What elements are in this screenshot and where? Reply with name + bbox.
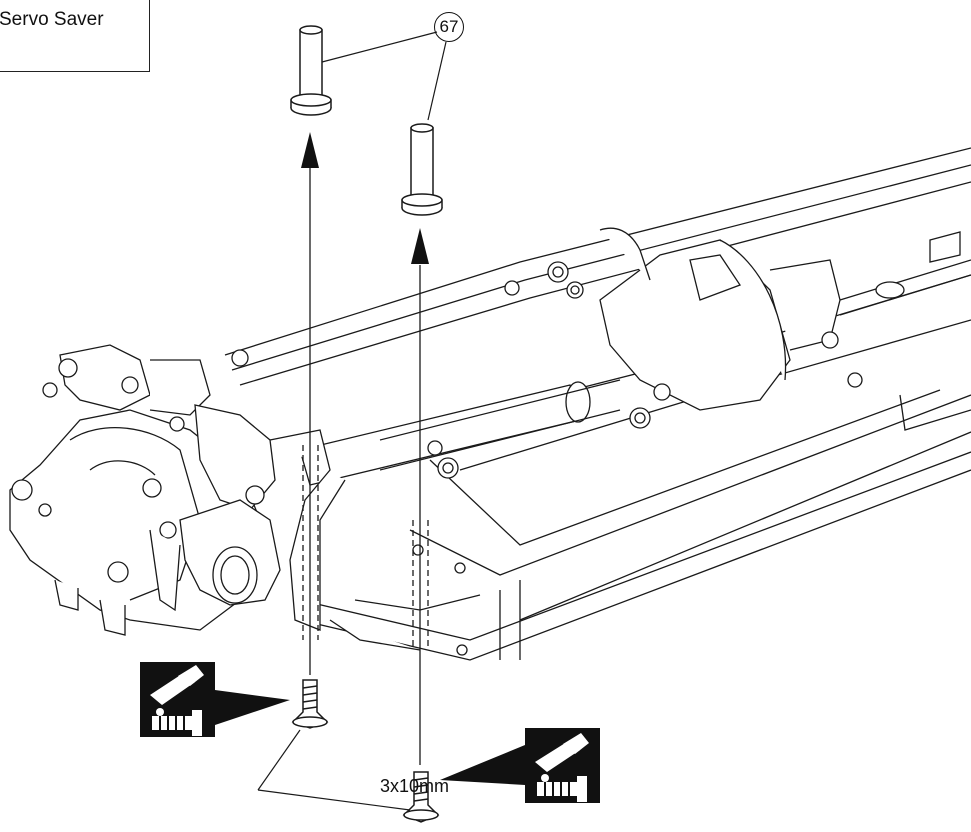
- up-arrow-left: [301, 132, 319, 168]
- screw-left: [291, 679, 329, 729]
- gearbox-housing: [599, 227, 971, 411]
- hidden-axis-lines: [302, 445, 429, 650]
- up-arrow-right: [411, 228, 429, 264]
- threadlock-icon: [440, 728, 600, 803]
- title-box: Servo Saver: [0, 0, 150, 72]
- center-driveshaft: [299, 379, 621, 486]
- servo-saver-assembly: [9, 344, 481, 651]
- chassis-frame: [224, 147, 971, 661]
- assembly-guide-lines: [309, 168, 421, 765]
- part-67-bushing-right: [401, 123, 443, 216]
- title-text: Servo Saver: [0, 9, 104, 30]
- part-callout-67: 67: [434, 12, 464, 42]
- screw-label-leaders: [257, 729, 411, 811]
- callout-leaders: [321, 31, 447, 121]
- threadlock-icon: [140, 662, 290, 737]
- screw-right: [402, 771, 440, 823]
- screw-size-label: 3x10mm: [380, 776, 450, 796]
- mounting-bosses: [231, 261, 671, 656]
- part-67-bushing-left: [290, 25, 332, 116]
